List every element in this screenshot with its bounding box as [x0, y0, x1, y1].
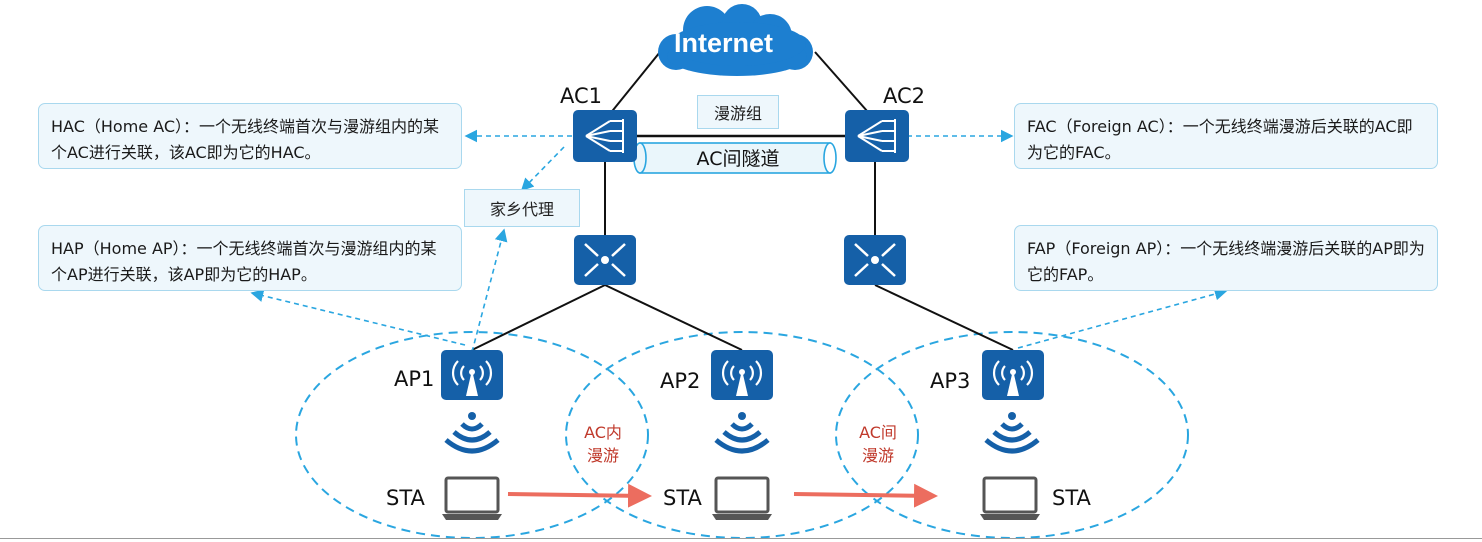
ac2-device-icon [845, 110, 909, 162]
hap-callout: HAP（Home AP）：一个无线终端首次与漫游组内的某个AP进行关联，该AP即… [38, 225, 462, 291]
tunnel-label: AC间隧道 [696, 148, 780, 170]
internet-label: Internet [674, 28, 774, 58]
wifi-signal-icon [984, 412, 1040, 454]
ap2-label: AP2 [660, 369, 701, 393]
fap-callout: FAP（Foreign AP）：一个无线终端漫游后关联的AP即为它的FAP。 [1014, 225, 1438, 291]
ap3-icon [982, 350, 1044, 400]
callout-pointers [250, 129, 1228, 353]
ap2-icon [711, 350, 773, 400]
roaming-group-box: 漫游组 [697, 95, 779, 129]
laptop-icon [712, 476, 772, 520]
network-links [471, 51, 1014, 351]
inter-ac-roaming-label: AC间 漫游 [843, 421, 913, 467]
roam-arrow-inter [793, 483, 938, 508]
intra-ac-roaming-label: AC内 漫游 [568, 421, 638, 467]
roam-line: AC间 [859, 423, 897, 442]
switch2-icon [844, 235, 906, 285]
roam-line: AC内 [584, 423, 622, 442]
laptop-icon [980, 476, 1040, 520]
ac1-device-icon [573, 110, 637, 162]
ap3-label: AP3 [930, 369, 971, 393]
roam-line: 漫游 [861, 446, 894, 465]
sta-label: STA [386, 486, 425, 510]
switch1-icon [574, 235, 636, 285]
ac1-label: AC1 [560, 84, 603, 108]
wifi-signal-icon [714, 412, 770, 454]
bottom-rule [0, 538, 1482, 539]
fac-callout: FAC（Foreign AC）：一个无线终端漫游后关联的AC即为它的FAC。 [1014, 103, 1438, 169]
sta-label: STA [1052, 486, 1091, 510]
ap2-coverage [565, 331, 919, 539]
home-agent-box: 家乡代理 [464, 189, 580, 227]
ap1-label: AP1 [394, 367, 435, 391]
roam-line: 漫游 [586, 446, 619, 465]
sta-label: STA [663, 486, 702, 510]
ap3-coverage [835, 331, 1189, 539]
ap1-coverage [295, 331, 649, 539]
laptop-icon [442, 476, 502, 520]
internet-cloud-icon [658, 4, 813, 76]
ac2-label: AC2 [883, 84, 926, 108]
ap1-icon [441, 350, 503, 400]
wifi-signal-icon [444, 412, 500, 454]
hac-callout: HAC（Home AC）：一个无线终端首次与漫游组内的某个AC进行关联，该AC即… [38, 103, 462, 169]
roam-arrow-intra [507, 483, 652, 508]
